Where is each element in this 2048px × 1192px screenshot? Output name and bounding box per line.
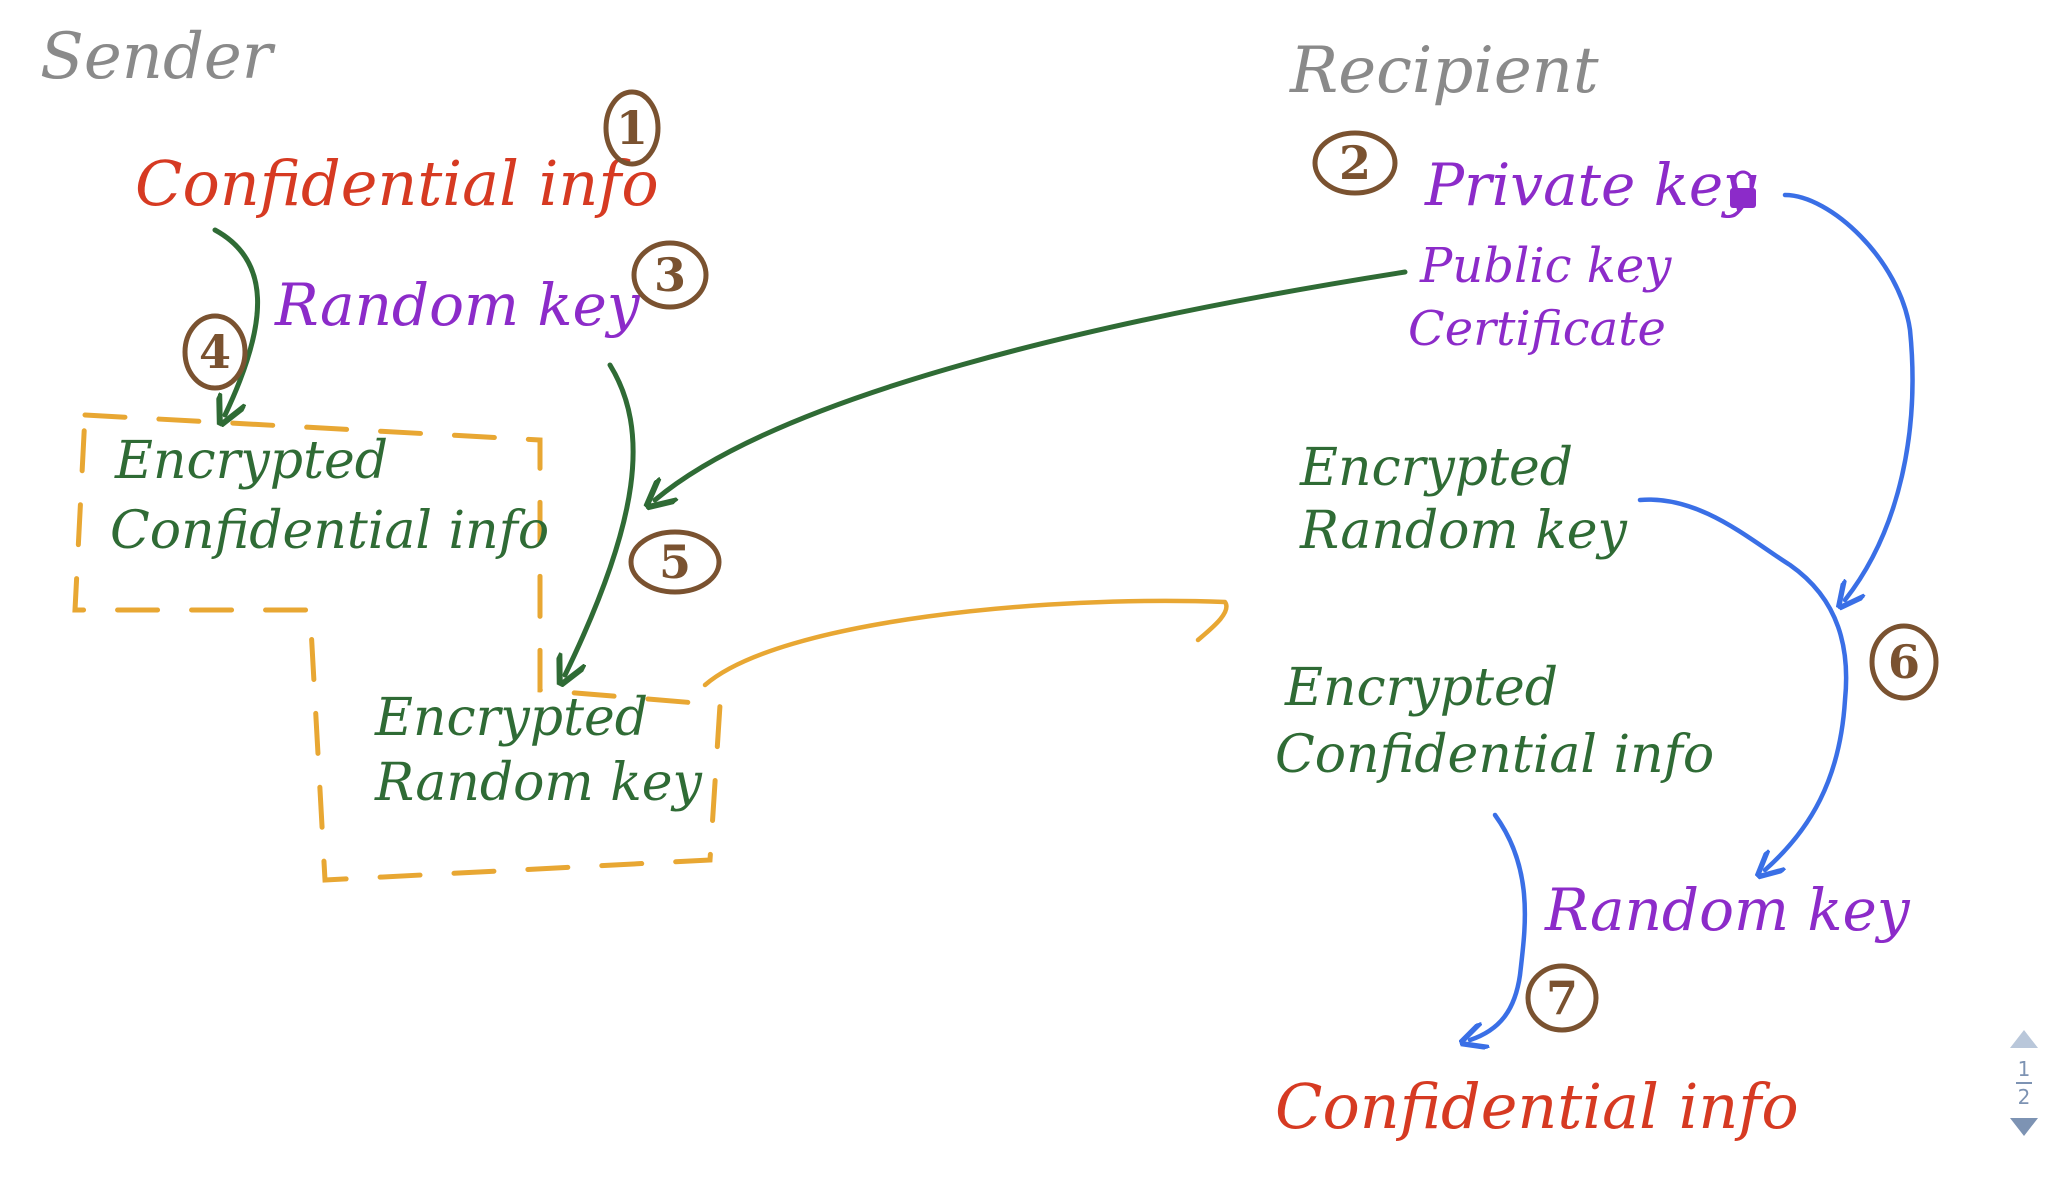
send-bundle-arrow (702, 598, 1229, 688)
step-4-marker: 4 (182, 313, 248, 391)
svg-text:2: 2 (1339, 136, 1371, 190)
sender-heading: Sender (40, 20, 276, 94)
recipient-encrypted-confidential-line1: Encrypted (1284, 658, 1558, 718)
step-3-marker: 3 (631, 240, 709, 310)
recipient-random-key: Random key (1544, 876, 1911, 944)
sender-confidential-info: Confidential info (135, 147, 659, 220)
sender-encrypted-confidential-line2: Confidential info (110, 501, 549, 561)
recipient-public-key-line2: Certificate (1408, 301, 1666, 357)
page-navigator: 1 2 (2004, 1030, 2044, 1170)
step-7-marker: 7 (1525, 963, 1599, 1033)
recipient-confidential-info: Confidential info (1275, 1070, 1799, 1143)
encrypt-info-arrow (212, 227, 260, 415)
step-2-marker: 2 (1312, 130, 1398, 196)
sender-encrypted-random-line2: Random key (374, 753, 703, 813)
sender-random-key: Random key (274, 271, 641, 339)
svg-text:7: 7 (1546, 971, 1578, 1025)
svg-text:5: 5 (659, 535, 691, 589)
decrypt-info-arrow (1470, 812, 1528, 1040)
recipient-encrypted-random-line2: Random key (1299, 501, 1628, 561)
svg-text:4: 4 (199, 325, 231, 379)
svg-text:1: 1 (616, 101, 648, 155)
decrypt-random-key-arrow (1637, 497, 1849, 870)
recipient-encrypted-confidential-line2: Confidential info (1275, 725, 1714, 785)
recipient-private-key: Private key (1424, 151, 1757, 219)
padlock-icon (1730, 170, 1756, 208)
page-up-icon[interactable] (2010, 1030, 2038, 1048)
recipient-heading: Recipient (1289, 34, 1599, 108)
sender-encrypted-random-line1: Encrypted (374, 688, 648, 748)
recipient-encrypted-random-line1: Encrypted (1299, 438, 1573, 498)
encrypt-key-arrow (565, 362, 636, 675)
encrypted-bundle-outline (72, 412, 723, 883)
step-1-marker: 1 (603, 89, 661, 167)
recipient-public-key-line1: Public key (1419, 238, 1672, 294)
private-key-arrow (1782, 192, 1915, 600)
step-6-marker: 6 (1869, 623, 1939, 701)
svg-text:6: 6 (1888, 635, 1920, 689)
sender-encrypted-confidential-line1: Encrypted (114, 431, 388, 491)
step-5-marker: 5 (628, 529, 722, 595)
page-separator (2016, 1082, 2032, 1084)
page-down-icon[interactable] (2010, 1118, 2038, 1136)
public-key-transfer-arrow (655, 269, 1408, 500)
total-page-number: 2 (2017, 1085, 2031, 1109)
current-page-number: 1 (2017, 1057, 2031, 1081)
svg-text:3: 3 (654, 248, 686, 302)
